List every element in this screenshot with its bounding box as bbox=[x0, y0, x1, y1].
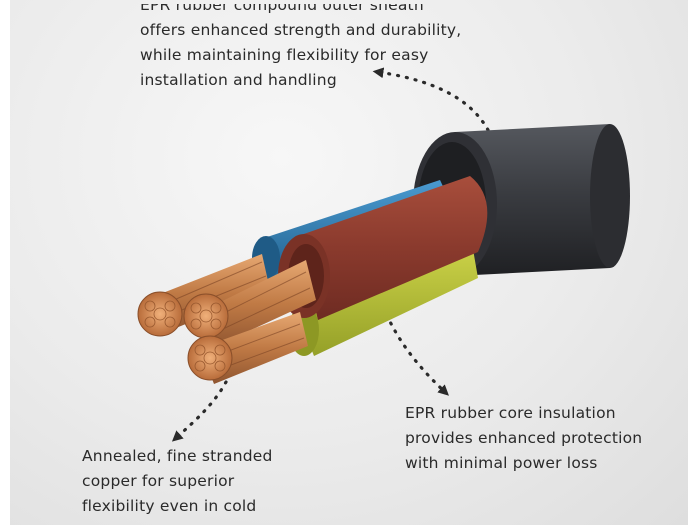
copper-conductor-caption: Annealed, fine stranded copper for super… bbox=[82, 444, 273, 519]
caption-line: EPR rubber core insulation bbox=[405, 404, 616, 422]
caption-line: EPR rubber compound outer sheath bbox=[140, 0, 424, 14]
caption-line: installation and handling bbox=[140, 71, 337, 89]
caption-line: copper for superior bbox=[82, 472, 235, 490]
caption-line: flexibility even in cold bbox=[82, 497, 257, 515]
caption-line: offers enhanced strength and durability, bbox=[140, 21, 462, 39]
caption-line: while maintaining flexibility for easy bbox=[140, 46, 429, 64]
outer-sheath-caption: EPR rubber compound outer sheath offers … bbox=[140, 0, 461, 93]
left-border bbox=[0, 0, 10, 525]
copper-strand-ends bbox=[137, 291, 233, 381]
insulation-callout-arrow bbox=[372, 270, 449, 396]
caption-line: Annealed, fine stranded bbox=[82, 447, 273, 465]
right-border bbox=[688, 0, 700, 525]
caption-line: provides enhanced protection bbox=[405, 429, 643, 447]
sheath-callout-arrow bbox=[372, 67, 494, 140]
copper-callout-arrow bbox=[171, 380, 228, 442]
core-insulation-caption: EPR rubber core insulation provides enha… bbox=[405, 401, 642, 476]
caption-line: with minimal power loss bbox=[405, 454, 598, 472]
